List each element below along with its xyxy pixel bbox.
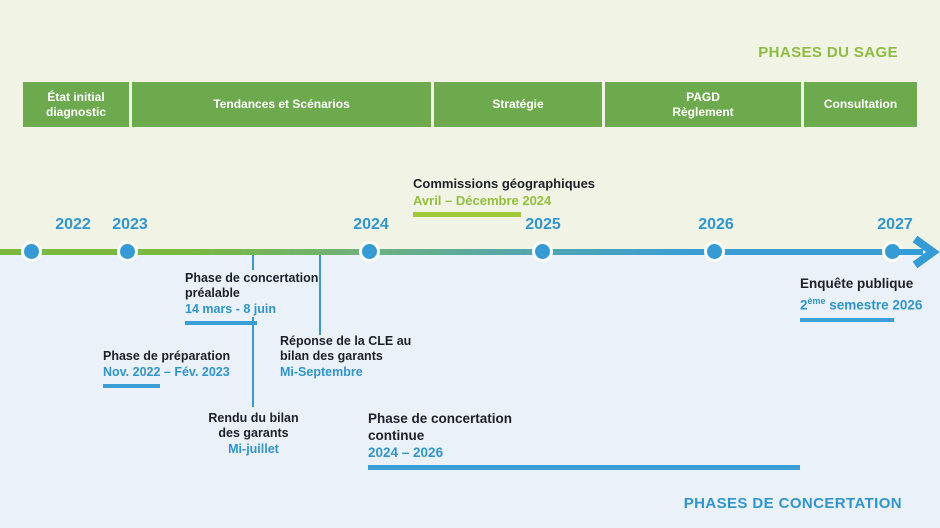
annotation-dates: Nov. 2022 – Fév. 2023 bbox=[103, 365, 230, 379]
annotation-underline-bar bbox=[368, 464, 800, 470]
commissions-title: Commissions géographiques bbox=[413, 176, 596, 191]
annotation-title: Réponse de la CLE au bilan des garants bbox=[280, 334, 412, 363]
commissions-underline-bar bbox=[413, 212, 521, 217]
annotation-concertation-continue: Phase de concertation continue 2024 – 20… bbox=[368, 411, 800, 470]
annotation-rendu-bilan: Rendu du bilan des garants Mi-juillet bbox=[200, 411, 307, 457]
annotation-title: Phase de concertation préalable bbox=[185, 271, 319, 300]
phase-box-tendances-scenarios: Tendances et Scénarios bbox=[132, 82, 431, 127]
annotation-dates: 14 mars - 8 juin bbox=[185, 302, 277, 316]
annotation-title: Enquête publique bbox=[800, 276, 914, 291]
annotation-reponse-cle: Réponse de la CLE au bilan des garants M… bbox=[280, 334, 411, 380]
annotation-dates: 2024 – 2026 bbox=[368, 445, 444, 460]
timeline-dot-2023 bbox=[117, 241, 138, 262]
dates-superscript: ème bbox=[807, 296, 826, 306]
year-label-2027: 2027 bbox=[877, 216, 913, 233]
commissions-dates: Avril – Décembre 2024 bbox=[413, 193, 552, 208]
phase-box-pagd-reglement: PAGD Règlement bbox=[605, 82, 801, 127]
annotation-title: Phase de concertation continue bbox=[368, 411, 513, 443]
timeline-dot-2022 bbox=[21, 241, 42, 262]
commissions-geographiques-annotation: Commissions géographiques Avril – Décemb… bbox=[413, 176, 595, 217]
annotation-concertation-prealable: Phase de concertation préalable 14 mars … bbox=[185, 271, 318, 325]
annotation-underline-bar bbox=[800, 317, 894, 322]
phase-box-consultation: Consultation bbox=[804, 82, 917, 127]
dates-rest: semestre 2026 bbox=[825, 297, 923, 313]
connector-line-prealable-top bbox=[252, 255, 254, 270]
annotation-phase-preparation: Phase de préparation Nov. 2022 – Fév. 20… bbox=[103, 349, 230, 388]
year-label-2024: 2024 bbox=[353, 216, 389, 233]
annotation-title: Phase de préparation bbox=[103, 349, 231, 363]
timeline-arrow-icon bbox=[898, 235, 940, 269]
phases-du-sage-title: PHASES DU SAGE bbox=[758, 44, 898, 61]
annotation-dates: Mi-juillet bbox=[228, 442, 279, 456]
dates-prefix: 2 bbox=[800, 297, 808, 313]
connector-line-rendu-bilan bbox=[252, 317, 254, 407]
annotation-underline-bar bbox=[185, 321, 257, 325]
timeline-dot-2025 bbox=[532, 241, 553, 262]
annotation-title: Rendu du bilan des garants bbox=[208, 411, 299, 440]
connector-line-reponse-cle bbox=[319, 255, 321, 335]
year-label-2023: 2023 bbox=[112, 216, 148, 233]
phase-box-strategie: Stratégie bbox=[434, 82, 602, 127]
year-label-2026: 2026 bbox=[698, 216, 734, 233]
timeline-axis bbox=[0, 249, 908, 255]
annotation-enquete-publique: Enquête publique 2ème semestre 2026 bbox=[800, 276, 922, 322]
year-label-2022: 2022 bbox=[55, 216, 91, 233]
phase-box-etat-initial: État initial diagnostic bbox=[23, 82, 129, 127]
annotation-underline-bar bbox=[103, 384, 160, 388]
annotation-dates: 2ème semestre 2026 bbox=[800, 293, 922, 314]
timeline-dot-2026 bbox=[704, 241, 725, 262]
phases-de-concertation-title: PHASES DE CONCERTATION bbox=[683, 495, 902, 512]
annotation-dates: Mi-Septembre bbox=[280, 365, 363, 379]
timeline-dot-2024 bbox=[359, 241, 380, 262]
year-label-2025: 2025 bbox=[525, 216, 561, 233]
phase-boxes-row: État initial diagnostic Tendances et Scé… bbox=[23, 82, 917, 127]
